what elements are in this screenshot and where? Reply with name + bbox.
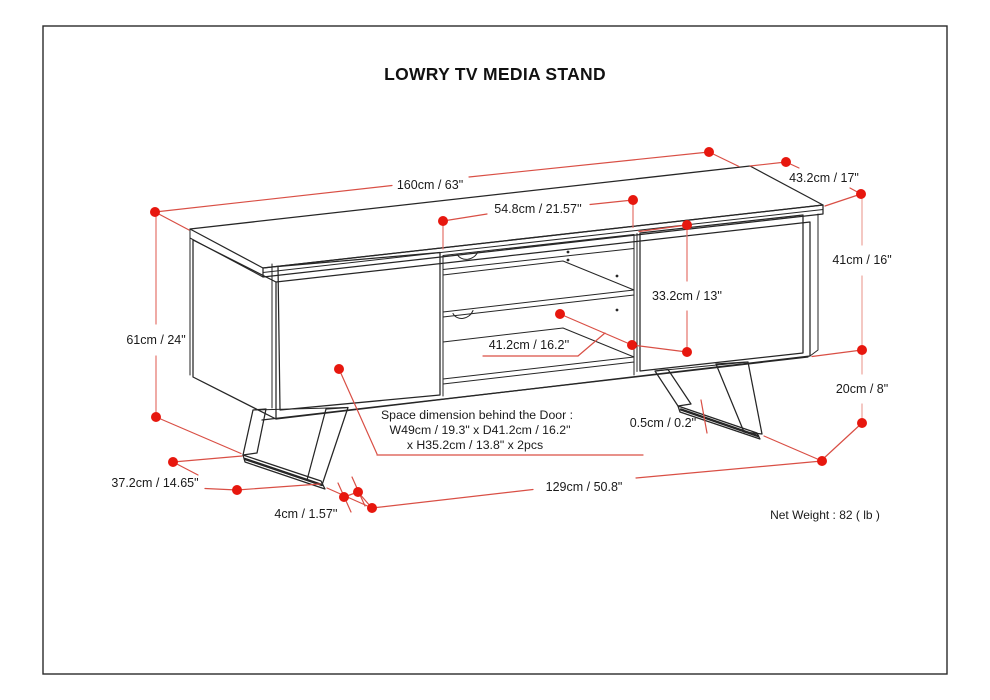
middle-compartment — [442, 234, 635, 397]
label-body-height: 41cm / 16" — [832, 253, 891, 267]
dimension-dot — [704, 147, 714, 157]
label-leg-depth: 37.2cm / 14.65" — [111, 476, 198, 490]
shelf-pin-holes — [566, 250, 619, 312]
dimension-dot — [150, 207, 160, 217]
dimension-dot — [856, 189, 866, 199]
diagram-title: LOWRY TV MEDIA STAND — [384, 64, 606, 84]
middle-shelf — [442, 260, 635, 319]
dimension-dot — [857, 418, 867, 428]
furniture-drawing — [189, 165, 824, 490]
dimension-dot — [339, 492, 349, 502]
dim-shelf-depth — [482, 313, 633, 357]
dim-overall-height — [155, 216, 242, 455]
dimension-dot — [628, 195, 638, 205]
net-weight-label: Net Weight : 82 ( lb ) — [770, 508, 880, 522]
label-top-depth: 43.2cm / 17" — [789, 171, 859, 185]
cabinet-body — [189, 213, 819, 421]
door-space-note-line1: Space dimension behind the Door : — [381, 408, 573, 422]
dimension-dot — [682, 347, 692, 357]
cable-notch-top — [456, 251, 479, 260]
right-door — [636, 214, 804, 372]
page-border — [42, 25, 948, 675]
label-leg-thickness: 0.5cm / 0.2'' — [630, 416, 697, 430]
dimension-dot — [151, 412, 161, 422]
left-leg — [242, 406, 349, 490]
cable-notch-shelf — [452, 310, 474, 319]
dim-body-height — [811, 198, 863, 358]
dimension-annotations — [150, 147, 867, 513]
label-opening-height: 33.2cm / 13'' — [652, 289, 722, 303]
bottom-shelf — [442, 327, 635, 385]
door-space-note-line2: W49cm / 19.3" x D41.2cm / 16.2" — [390, 423, 571, 437]
dim-opening-height — [631, 224, 688, 353]
dimension-dots — [150, 147, 867, 513]
label-shelf-depth: 41.2cm / 16.2'' — [489, 338, 570, 352]
dimension-dot — [232, 485, 242, 495]
dimension-dot — [781, 157, 791, 167]
dimension-dot — [367, 503, 377, 513]
label-leg-height: 20cm / 8" — [836, 382, 888, 396]
dim-leg-thickness — [700, 399, 708, 434]
top-panel — [189, 165, 824, 278]
label-bottom-width: 129cm / 50.8" — [546, 480, 623, 494]
label-overall-height: 61cm / 24" — [126, 333, 185, 347]
label-leg-bar: 4cm / 1.57'' — [274, 507, 337, 521]
door-space-leader — [338, 368, 644, 456]
dimension-dot — [168, 457, 178, 467]
left-door — [271, 251, 441, 411]
right-side-edge — [809, 213, 819, 357]
label-top-width: 160cm / 63" — [397, 178, 463, 192]
dimension-dot — [682, 220, 692, 230]
dimension-dot — [817, 456, 827, 466]
dim-opening-width — [442, 199, 634, 250]
right-leg — [654, 361, 763, 440]
dimension-labels: 160cm / 63" 54.8cm / 21.57'' 43.2cm / 17… — [111, 171, 891, 522]
dimension-dot — [334, 364, 344, 374]
dimension-dot — [627, 340, 637, 350]
dimension-dot — [353, 487, 363, 497]
dimension-dot — [555, 309, 565, 319]
dim-top-width — [154, 151, 740, 231]
label-opening-width: 54.8cm / 21.57'' — [494, 202, 581, 216]
dimension-dot — [857, 345, 867, 355]
door-space-note-line3: x H35.2cm / 13.8" x 2pcs — [407, 438, 543, 452]
dim-bottom-width — [326, 422, 863, 509]
dimension-dot — [438, 216, 448, 226]
